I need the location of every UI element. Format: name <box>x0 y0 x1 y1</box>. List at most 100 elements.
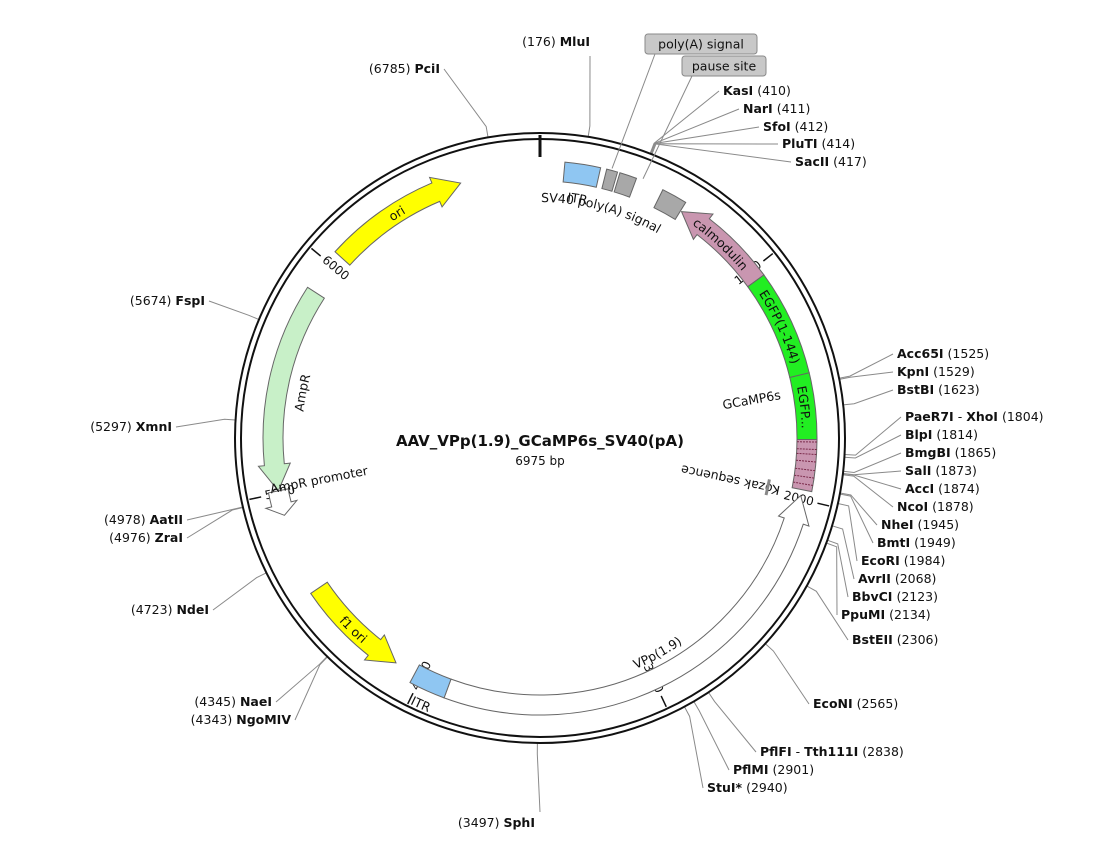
feature-shape <box>562 161 602 188</box>
tick-mark <box>762 252 774 262</box>
site-name: AvrII <box>858 571 891 586</box>
site-name: BstBI <box>897 382 934 397</box>
site-leader <box>649 108 740 154</box>
site-separator: - <box>954 409 966 424</box>
feature-shape <box>409 664 452 699</box>
site-label: Acc65I (1525) <box>897 346 989 361</box>
site-position: (2123) <box>896 589 938 604</box>
site-label: BmgBI (1865) <box>905 445 996 460</box>
site-leader <box>708 691 757 753</box>
boxed-label-box <box>644 33 758 55</box>
boxed-label-leader <box>611 53 656 169</box>
feature-shape <box>334 176 462 266</box>
site-leader-lines <box>175 55 902 813</box>
tick-mark <box>817 502 830 507</box>
site-sali: SalI (1873) <box>905 463 977 478</box>
site-position: (1865) <box>955 445 997 460</box>
plasmid-backbone <box>234 132 846 744</box>
feature-label: calmodulin <box>690 215 751 273</box>
feature-sv40-poly-a-signal: SV40 poly(A) signal <box>541 168 664 236</box>
boxed-label-leader <box>642 75 693 179</box>
site-kpni: KpnI (1529) <box>897 364 975 379</box>
site-label: PflFI - Tth111I (2838) <box>760 744 904 759</box>
site-position: (411) <box>777 101 811 116</box>
site-position: (2068) <box>895 571 937 586</box>
feature-label: ITR <box>409 693 434 715</box>
site-leader <box>650 126 760 154</box>
site-leader <box>651 143 792 163</box>
site-econi: EcoNI (2565) <box>813 696 898 711</box>
site-label: PaeR7I - XhoI (1804) <box>905 409 1044 424</box>
site-label: BstBI (1623) <box>897 382 980 397</box>
site-leader <box>294 656 328 721</box>
site-position: (417) <box>833 154 867 169</box>
site-leader <box>837 503 858 562</box>
site-position: (2901) <box>773 762 815 777</box>
site-label: NarI (411) <box>743 101 810 116</box>
site-stui: StuI* (2940) <box>707 780 788 795</box>
site-leader <box>212 572 267 611</box>
site-paer7i: PaeR7I - XhoI (1804) <box>905 409 1044 424</box>
feature-itr: ITR <box>562 161 602 208</box>
site-leader <box>693 701 730 771</box>
site-label: KasI (410) <box>723 83 791 98</box>
site-position: (412) <box>795 119 829 134</box>
site-leader <box>831 525 855 580</box>
site-name-alt: Tth111I <box>804 744 858 759</box>
kozak-mark <box>764 479 771 496</box>
site-name: NgoMIV <box>236 712 291 727</box>
site-xmni: (5297) XmnI <box>90 419 172 434</box>
site-label: PflMI (2901) <box>733 762 814 777</box>
linker-hatch <box>795 459 817 463</box>
site-name: BbvCI <box>852 589 892 604</box>
site-leader <box>587 55 591 137</box>
feature-shape <box>653 189 687 221</box>
site-leader <box>839 353 894 379</box>
site-leader <box>208 300 260 321</box>
site-label: (4343) NgoMIV <box>191 712 292 727</box>
backbone-outer-strand <box>234 132 846 744</box>
site-name: SalI <box>905 463 931 478</box>
site-name: BmtI <box>877 535 910 550</box>
site-label: AvrII (2068) <box>858 571 936 586</box>
site-leader <box>826 542 838 616</box>
feature-ampr: AmpR <box>257 286 326 492</box>
site-leader <box>839 371 894 380</box>
site-position: (2306) <box>897 632 939 647</box>
plasmid-name: AAV_VPp(1.9)_GCaMP6s_SV40(pA) <box>396 432 684 450</box>
site-label: (4723) NdeI <box>131 602 209 617</box>
feature-vpp-1-9: VPp(1.9) <box>443 494 810 716</box>
tick-mark <box>249 496 262 501</box>
site-position: (176) <box>522 34 556 49</box>
site-name: SacII <box>795 154 829 169</box>
site-name: Acc65I <box>897 346 944 361</box>
feature-shape <box>310 581 397 664</box>
site-name: PpuMI <box>841 607 885 622</box>
site-nari: NarI (411) <box>743 101 810 116</box>
site-position: (1949) <box>914 535 956 550</box>
site-name: BstEII <box>852 632 893 647</box>
site-position: (1525) <box>948 346 990 361</box>
site-name: KpnI <box>897 364 929 379</box>
feature-label: ITR <box>567 190 590 208</box>
linker-hatch <box>796 452 817 456</box>
site-leader <box>839 492 878 526</box>
tick-mark <box>660 695 667 708</box>
site-mlui: (176) MluI <box>522 34 590 49</box>
site-label: PluTI (414) <box>782 136 855 151</box>
site-name: SfoI <box>763 119 791 134</box>
site-name: XmnI <box>136 419 172 434</box>
site-aatii: (4978) AatII <box>104 512 183 527</box>
site-position: (1529) <box>933 364 975 379</box>
site-position: (5674) <box>130 293 172 308</box>
site-position: (5297) <box>90 419 132 434</box>
linker-hatch <box>794 474 815 479</box>
feature-f1-ori: f1 ori <box>310 581 397 664</box>
site-name-alt: XhoI <box>966 409 998 424</box>
site-ppumi: PpuMI (2134) <box>841 607 931 622</box>
feature-label: AmpR <box>291 372 313 412</box>
site-leader <box>275 656 328 703</box>
feature-shape <box>613 172 638 198</box>
site-position: (1804) <box>1002 409 1044 424</box>
